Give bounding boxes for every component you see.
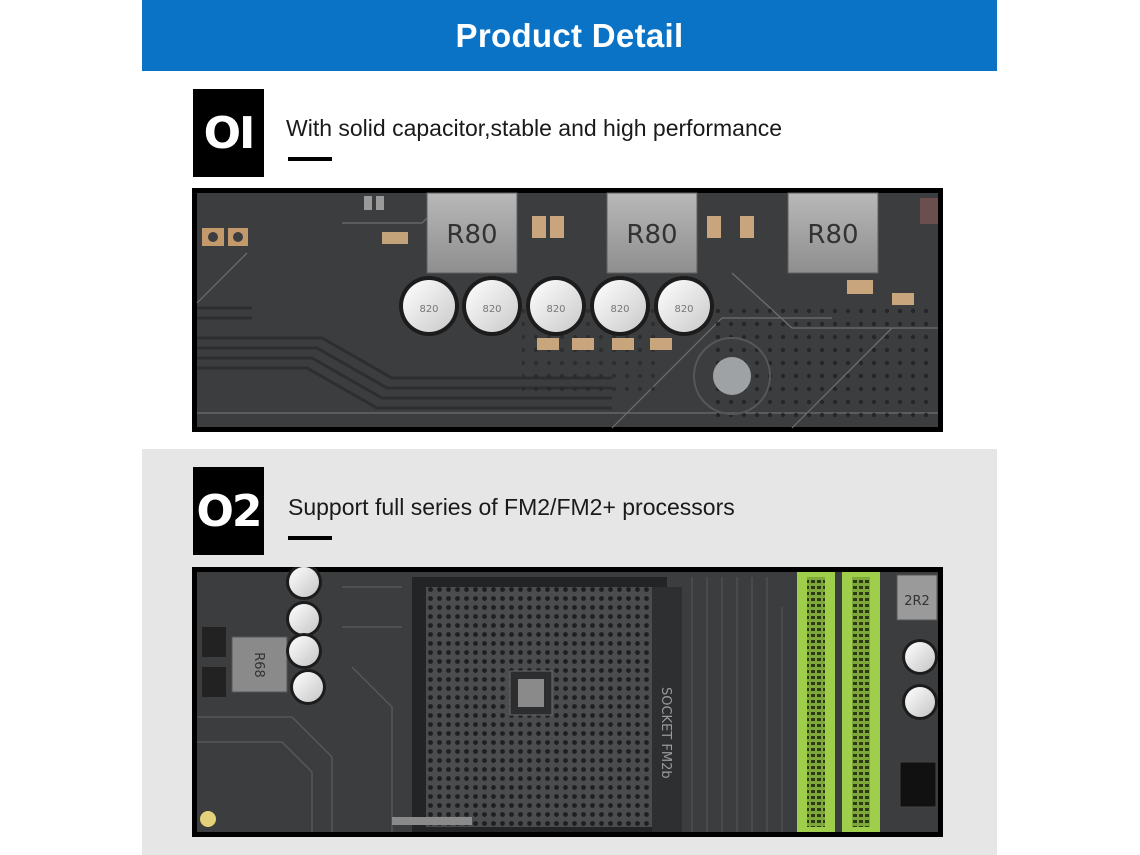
component-label: 2R2	[904, 594, 930, 609]
cpu-socket-image: R68 SOCKET FM2b	[197, 567, 938, 832]
capacitor-label-4: 820	[610, 304, 629, 315]
feature-number-badge-1: OI	[193, 89, 264, 177]
feature-section-2: O2 Support full series of FM2/FM2+ proce…	[142, 449, 997, 855]
socket-label: SOCKET FM2b	[658, 687, 673, 779]
capacitor-label-5: 820	[674, 304, 693, 315]
capacitor-label-2: 820	[482, 304, 501, 315]
feature-underline-2	[288, 536, 332, 540]
svg-text:R68: R68	[251, 652, 266, 678]
feature-text-2: Support full series of FM2/FM2+ processo…	[288, 494, 735, 520]
page-header: Product Detail	[142, 0, 997, 71]
feature-number-badge-2: O2	[193, 467, 264, 555]
inductor-label-2: R80	[626, 220, 677, 250]
feature-text-1: With solid capacitor,stable and high per…	[286, 115, 783, 141]
inductor-label-3: R80	[807, 220, 858, 250]
capacitor-board-photo: R80 R80 R80 820 820	[192, 188, 943, 432]
capacitor-label-3: 820	[546, 304, 565, 315]
cpu-socket-photo: R68 SOCKET FM2b	[192, 567, 943, 837]
feature-underline-1	[288, 157, 332, 161]
feature-section-1: OI With solid capacitor,stable and high …	[142, 71, 997, 449]
header-title: Product Detail	[455, 16, 684, 54]
capacitor-label-1: 820	[419, 304, 438, 315]
capacitor-board-image: R80 R80 R80 820 820	[196, 192, 938, 429]
inductor-label-1: R80	[446, 220, 497, 250]
